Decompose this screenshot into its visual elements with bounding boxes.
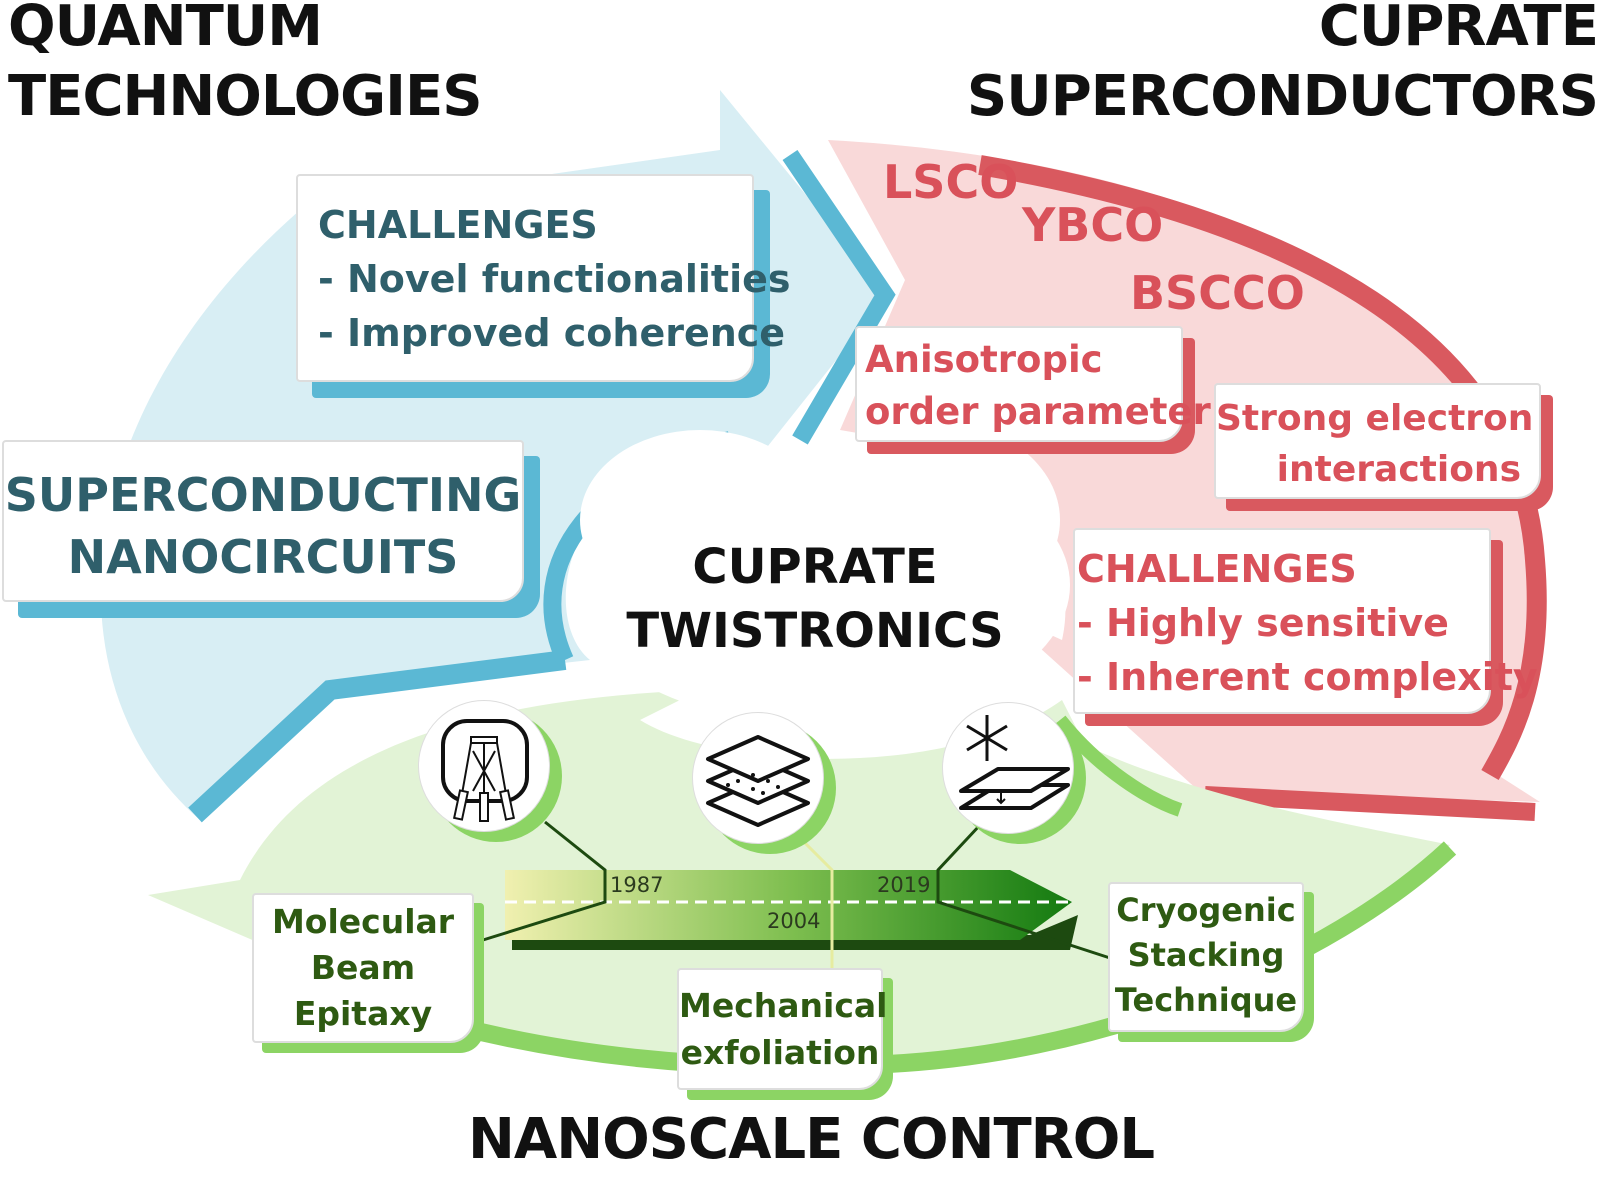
challenge-item: - Improved coherence: [318, 311, 786, 355]
box-line: exfoliation: [680, 1033, 880, 1072]
box-line: Cryogenic: [1116, 891, 1296, 929]
material-lsco: LSCO: [883, 155, 1019, 209]
timeline: [482, 820, 1111, 968]
box-line: Stacking: [1127, 936, 1285, 974]
year-1987: 1987: [610, 873, 664, 897]
box-line: Strong electron: [1216, 398, 1534, 439]
box-line: SUPERCONDUCTING: [4, 468, 522, 522]
snowflake-stacking-icon: [942, 702, 1074, 834]
title-line: CUPRATE: [692, 539, 938, 595]
title-line: SUPERCONDUCTORS: [966, 64, 1599, 129]
year-2019: 2019: [877, 873, 931, 897]
box-line: Epitaxy: [293, 994, 433, 1033]
material-ybco: YBCO: [1022, 198, 1164, 252]
title-line: TECHNOLOGIES: [8, 64, 483, 129]
challenge-item: - Highly sensitive: [1077, 601, 1449, 645]
material-bscco: BSCCO: [1130, 266, 1305, 320]
layered-sheets-icon: [692, 712, 824, 844]
title-line: TWISTRONICS: [626, 603, 1004, 659]
exfoliation-box: Mechanical exfoliation: [677, 968, 888, 1090]
box-line: order parameter: [865, 390, 1211, 433]
box-line: Beam: [310, 948, 416, 987]
center-cloud: [570, 420, 1070, 725]
challenge-item: - Novel functionalities: [318, 257, 791, 301]
cuprate-challenges-box: CHALLENGES - Highly sensitive - Inherent…: [1073, 528, 1538, 714]
box-line: NANOCIRCUITS: [67, 530, 459, 584]
cryogenic-box: Cryogenic Stacking Technique: [1108, 882, 1304, 1032]
challenge-item: - Inherent complexity: [1077, 655, 1538, 699]
anisotropic-box: Anisotropic order parameter: [855, 326, 1211, 442]
box-line: interactions: [1276, 449, 1521, 490]
box-line: Mechanical: [679, 986, 888, 1025]
cuprate-superconductors-title: CUPRATE SUPERCONDUCTORS: [966, 0, 1599, 132]
challenges-heading: CHALLENGES: [1077, 547, 1357, 591]
nanoscale-control-title: NANOSCALE CONTROL: [468, 1107, 1155, 1172]
box-line: Molecular: [271, 902, 455, 941]
electron-interactions-box: Strong electron interactions: [1214, 383, 1541, 499]
year-2004: 2004: [767, 909, 821, 933]
box-line: Technique: [1114, 981, 1298, 1019]
quantum-technologies-title: QUANTUM TECHNOLOGIES: [8, 0, 483, 132]
box-line: Anisotropic: [865, 338, 1103, 381]
challenges-heading: CHALLENGES: [318, 203, 598, 247]
title-line: QUANTUM: [8, 0, 323, 59]
superconducting-nanocircuits-box: SUPERCONDUCTING NANOCIRCUITS: [2, 440, 524, 602]
quantum-challenges-box: CHALLENGES - Novel functionalities - Imp…: [296, 174, 791, 382]
mbe-chamber-icon: [418, 700, 550, 832]
mbe-box: Molecular Beam Epitaxy: [252, 893, 474, 1043]
title-line: CUPRATE: [1318, 0, 1599, 59]
cuprate-twistronics-title: CUPRATE TWISTRONICS: [620, 535, 1010, 663]
